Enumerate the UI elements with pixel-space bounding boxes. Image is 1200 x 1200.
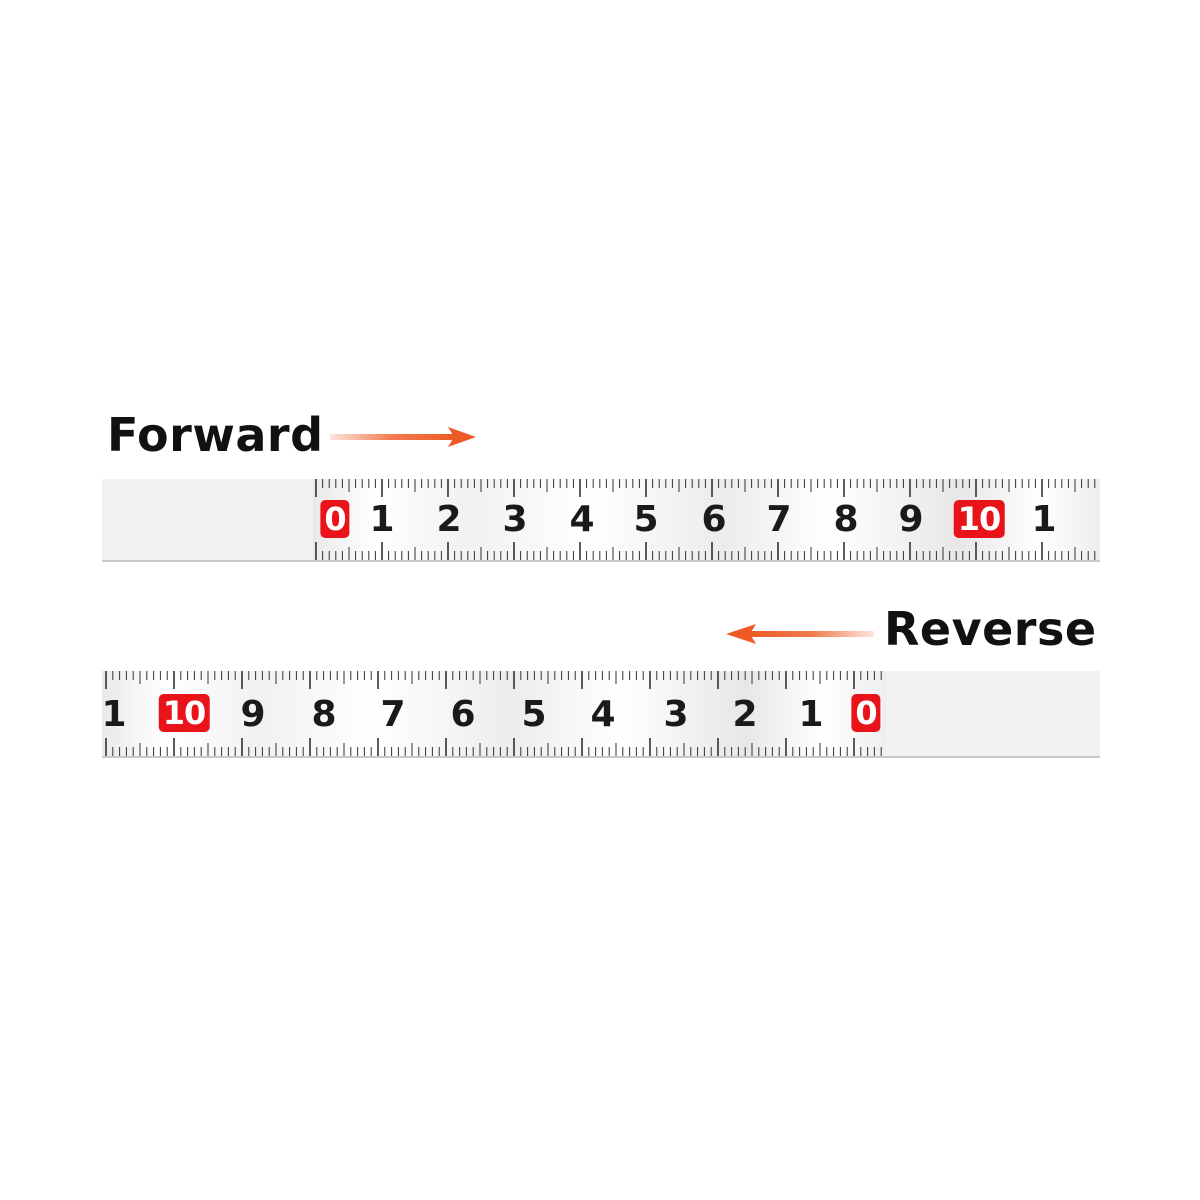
reverse-number-5: 6 (450, 694, 476, 735)
reverse-number-0: 1 (101, 694, 127, 735)
reverse-number-3: 8 (311, 694, 337, 735)
reverse-number-7: 4 (590, 694, 616, 735)
forward-label: Forward (107, 408, 324, 462)
forward-number-5: 5 (633, 499, 659, 540)
forward-number-3: 3 (502, 499, 528, 540)
forward-number-0: 0 (320, 500, 350, 538)
forward-number-2: 2 (436, 499, 462, 540)
reverse-number-10: 1 (798, 694, 824, 735)
forward-number-10: 10 (953, 500, 1005, 538)
reverse-number-6: 5 (521, 694, 547, 735)
forward-number-6: 6 (701, 499, 727, 540)
forward-number-8: 8 (833, 499, 859, 540)
reverse-number-1: 10 (158, 694, 210, 732)
reverse-tick-marks (105, 671, 882, 756)
forward-number-1: 1 (369, 499, 395, 540)
reverse-number-2: 9 (240, 694, 266, 735)
forward-number-11: 1 (1031, 499, 1057, 540)
reverse-label: Reverse (884, 602, 1097, 656)
reverse-arrow-icon (726, 624, 874, 644)
forward-number-4: 4 (569, 499, 595, 540)
reverse-number-11: 0 (851, 694, 881, 732)
forward-number-7: 7 (766, 499, 792, 540)
forward-tick-marks (315, 479, 1096, 560)
forward-arrow-icon (330, 427, 476, 447)
reverse-number-4: 7 (380, 694, 406, 735)
reverse-number-9: 2 (732, 694, 758, 735)
forward-number-9: 9 (898, 499, 924, 540)
reverse-number-8: 3 (663, 694, 689, 735)
